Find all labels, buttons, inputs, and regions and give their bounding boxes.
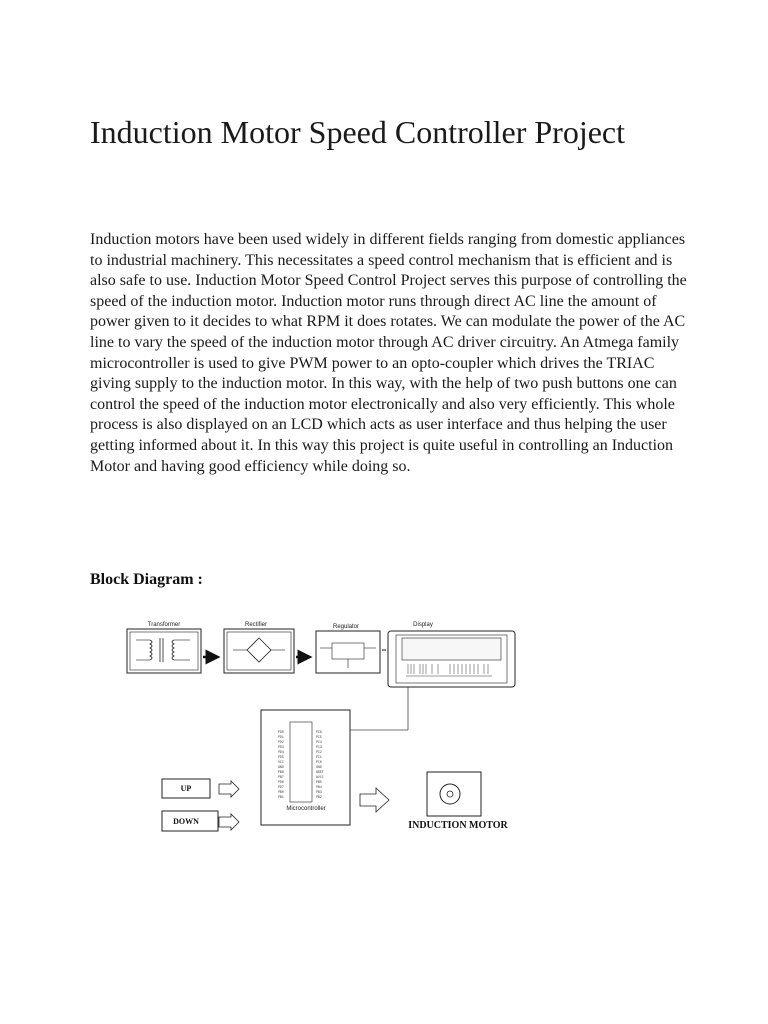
mcu-chip-icon — [289, 721, 313, 803]
svg-text:AREF: AREF — [316, 770, 324, 774]
svg-text:PC6: PC6 — [316, 730, 322, 734]
transformer-label: Transformer — [148, 622, 180, 628]
svg-text:PB3: PB3 — [316, 790, 322, 794]
regulator-label: Regulator — [333, 624, 359, 630]
regulator-block: Regulator — [315, 624, 381, 674]
svg-text:PC4: PC4 — [316, 740, 322, 744]
block-diagram: Transformer Rectifier — [90, 604, 536, 876]
lcd-screen-icon — [401, 637, 502, 661]
induction-motor-label: INDUCTION MOTOR — [408, 820, 508, 831]
svg-text:PC0: PC0 — [316, 760, 322, 764]
svg-text:GND: GND — [278, 765, 284, 769]
induction-motor-block: INDUCTION MOTOR — [408, 771, 509, 831]
down-button-block: DOWN — [161, 810, 240, 832]
svg-text:PC5: PC5 — [316, 735, 322, 739]
svg-text:PC3: PC3 — [316, 745, 322, 749]
svg-text:VCC: VCC — [278, 760, 284, 764]
display-label: Display — [413, 622, 433, 628]
page-title: Induction Motor Speed Controller Project — [90, 114, 626, 150]
svg-text:AVCC: AVCC — [316, 775, 324, 779]
block-diagram-heading: Block Diagram : — [90, 571, 203, 588]
transformer-coil-icon — [149, 639, 153, 661]
hollow-arrow-icon — [218, 813, 240, 831]
rectifier-label: Rectifier — [245, 622, 267, 628]
svg-text:PD7: PD7 — [278, 785, 284, 789]
hollow-arrow-icon — [218, 780, 240, 798]
svg-text:PD3: PD3 — [278, 745, 284, 749]
microcontroller-label: Microcontroller — [286, 806, 325, 812]
diode-bridge-icon — [246, 637, 272, 663]
svg-text:PB7: PB7 — [278, 775, 284, 779]
svg-text:PC2: PC2 — [316, 750, 322, 754]
transformer-block: Transformer — [126, 622, 202, 674]
svg-text:PD4: PD4 — [278, 750, 284, 754]
svg-text:PB0: PB0 — [278, 790, 284, 794]
svg-text:PD1: PD1 — [278, 735, 284, 739]
svg-text:PB4: PB4 — [316, 785, 322, 789]
svg-text:PB6: PB6 — [278, 770, 284, 774]
svg-text:PB2: PB2 — [316, 795, 322, 799]
svg-text:PB1: PB1 — [278, 795, 284, 799]
down-button-label: DOWN — [173, 817, 199, 826]
svg-text:PD5: PD5 — [278, 755, 284, 759]
up-button-label: UP — [181, 784, 192, 793]
svg-text:PC1: PC1 — [316, 755, 322, 759]
svg-text:GND: GND — [316, 765, 322, 769]
svg-text:PD6: PD6 — [278, 780, 284, 784]
up-button-block: UP — [161, 778, 240, 799]
intro-paragraph: Induction motors have been used widely i… — [90, 231, 687, 475]
svg-text:PD0: PD0 — [278, 730, 284, 734]
svg-text:PB5: PB5 — [316, 780, 322, 784]
rectifier-block: Rectifier — [223, 622, 295, 674]
hollow-arrow-icon — [359, 787, 390, 813]
display-block: Display — [387, 622, 516, 688]
svg-text:PD2: PD2 — [278, 740, 284, 744]
